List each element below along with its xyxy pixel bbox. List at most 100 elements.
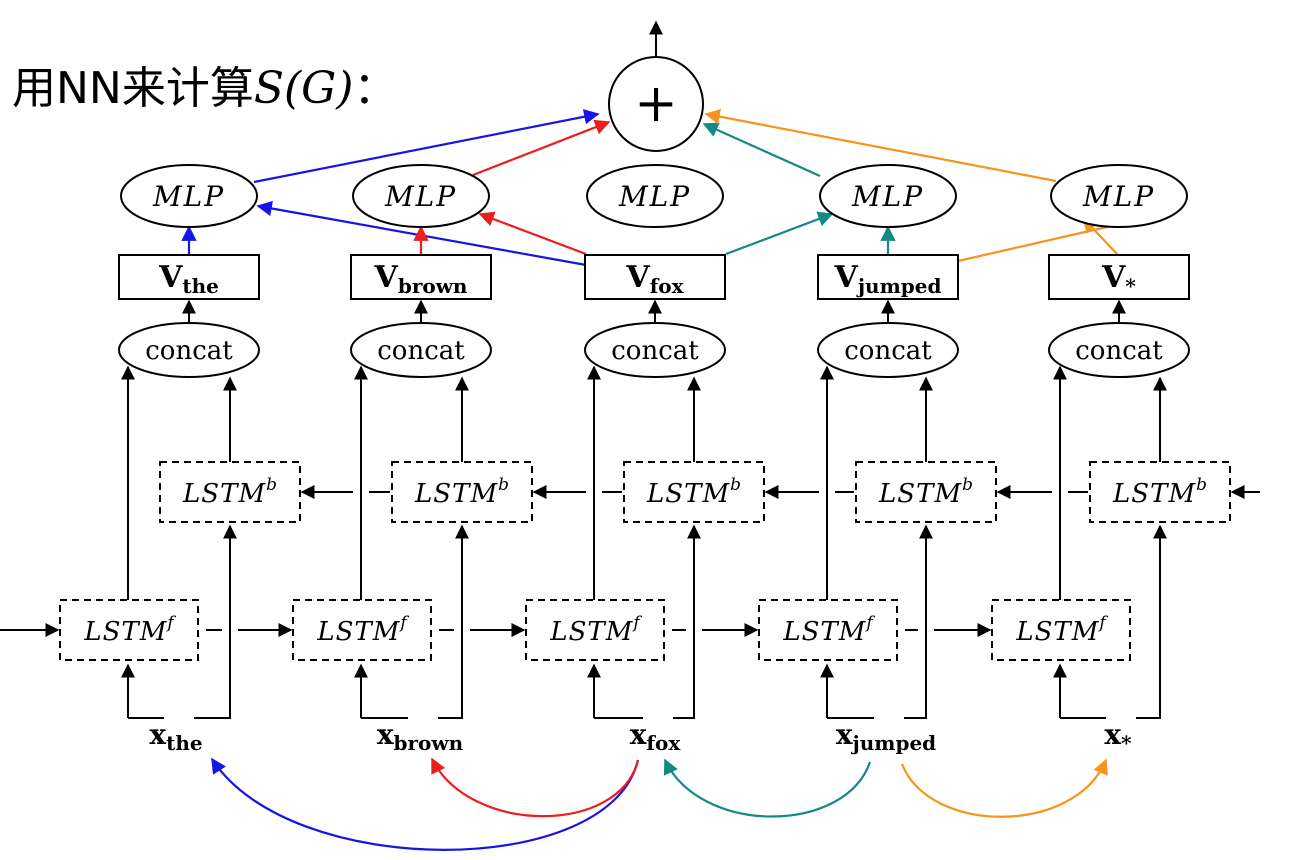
mlp-node-0: MLP [120, 164, 258, 228]
lstm-backward-rect [1089, 461, 1231, 523]
concat-node-1: concat [350, 322, 492, 378]
input-token-2: xfox [630, 718, 682, 755]
vector-sub: brown [398, 274, 468, 298]
arrow-input-to-lstmb [194, 524, 237, 719]
input-base: x [149, 718, 166, 751]
lstm-backward-rect [623, 461, 765, 523]
lstm-backward-rect [159, 461, 301, 523]
mlp-ellipse [586, 164, 724, 228]
input-label: x* [1104, 718, 1132, 755]
input-label: xthe [149, 718, 202, 755]
concat-ellipse [350, 322, 492, 378]
mlp-label: MLP [152, 180, 225, 213]
lstm-forward-rect [292, 599, 432, 661]
input-token-4: x* [1104, 718, 1132, 755]
lstm-forward-rect [59, 599, 199, 661]
sum-symbol: + [634, 74, 678, 134]
vector-label: Vjumped [834, 260, 942, 298]
input-sub: the [166, 731, 203, 755]
mlp-node-4: MLP [1050, 164, 1188, 228]
structure-lines [0, 299, 1260, 719]
input-base: x [630, 718, 647, 751]
vector-rect [350, 254, 492, 300]
input-label: xbrown [377, 718, 464, 755]
vector-box-0: Vthe [118, 254, 260, 300]
lstm-forward-label: LSTMf [782, 613, 875, 647]
vector-label: Vthe [158, 260, 219, 298]
score-links [181, 109, 1166, 851]
concat-node-4: concat [1048, 322, 1190, 378]
input-sub: fox [646, 731, 681, 755]
vector-box-4: V* [1048, 254, 1190, 300]
vector-label: V* [1101, 260, 1136, 298]
lstm-forward-3: LSTMf [758, 599, 898, 661]
lstm-base: LSTM [414, 479, 498, 509]
lstm-base: LSTM [549, 617, 633, 647]
arrow-input-to-lstmb [1136, 524, 1167, 719]
lstm-sup: f [165, 613, 176, 633]
arrow-input-to-lstmb [438, 524, 469, 719]
concat-ellipse [118, 322, 260, 378]
vector-rect [118, 254, 260, 300]
lstm-backward-label: LSTMb [646, 475, 741, 509]
vector-sub: the [182, 274, 219, 298]
vector-rect [817, 254, 959, 300]
input-token-0: xthe [149, 718, 202, 755]
lstm-sup: f [398, 613, 409, 633]
sum-node [608, 56, 704, 152]
input-sub: jumped [851, 731, 937, 755]
vector-base: V [834, 260, 859, 295]
lstm-backward-rect [391, 461, 533, 523]
input-label: xfox [630, 718, 682, 755]
concat-label: concat [377, 336, 465, 366]
concat-node-3: concat [817, 322, 959, 378]
slide-title: 用NN来计算S(G)： [12, 63, 397, 114]
lstm-backward-label: LSTMb [1112, 475, 1207, 509]
lstm-backward-rect [855, 461, 997, 523]
lstm-base: LSTM [1112, 479, 1196, 509]
input-label: xjumped [836, 718, 936, 755]
title-suffix: ： [353, 63, 397, 114]
lstm-sup: b [498, 475, 509, 495]
mlp-ellipse [819, 164, 957, 228]
vector-base: V [374, 260, 399, 295]
mlp-node-1: MLP [352, 164, 490, 228]
mlp-label: MLP [851, 180, 924, 213]
title-prefix: 用NN来计算 [12, 63, 254, 114]
vector-box-3: Vjumped [817, 254, 959, 300]
lstm-backward-label: LSTMb [414, 475, 509, 509]
mlp-node-2: MLP [586, 164, 724, 228]
mlp-ellipse [1050, 164, 1188, 228]
link-orange-mlp-to-sum [704, 109, 1057, 183]
concat-label: concat [611, 336, 699, 366]
link-teal-vfox-to-mlp [725, 211, 834, 256]
vector-sub: jumped [856, 274, 942, 298]
vector-base: V [1101, 260, 1126, 295]
mlp-label: MLP [384, 180, 457, 213]
lstm-forward-rect [991, 599, 1131, 661]
lstm-forward-1: LSTMf [292, 599, 432, 661]
input-base: x [836, 718, 853, 751]
lstm-base: LSTM [646, 479, 730, 509]
lstm-sup: b [962, 475, 973, 495]
vector-sub: * [1125, 274, 1136, 298]
lstm-sup: b [1196, 475, 1207, 495]
arc-teal-jumped-to-fox [663, 758, 872, 818]
lstm-base: LSTM [1015, 617, 1099, 647]
input-base: x [1104, 718, 1121, 751]
link-red-vfox-to-mlp [478, 211, 587, 256]
arrow-input-to-lstmb [904, 524, 933, 719]
vector-base: V [158, 260, 183, 295]
title-math: S(G) [254, 63, 354, 114]
concat-ellipse [1048, 322, 1190, 378]
lstm-forward-label: LSTMf [316, 613, 409, 647]
concat-node-2: concat [584, 322, 726, 378]
concat-ellipse [817, 322, 959, 378]
lstm-base: LSTM [182, 479, 266, 509]
link-red-mlp-to-sum [472, 119, 611, 177]
